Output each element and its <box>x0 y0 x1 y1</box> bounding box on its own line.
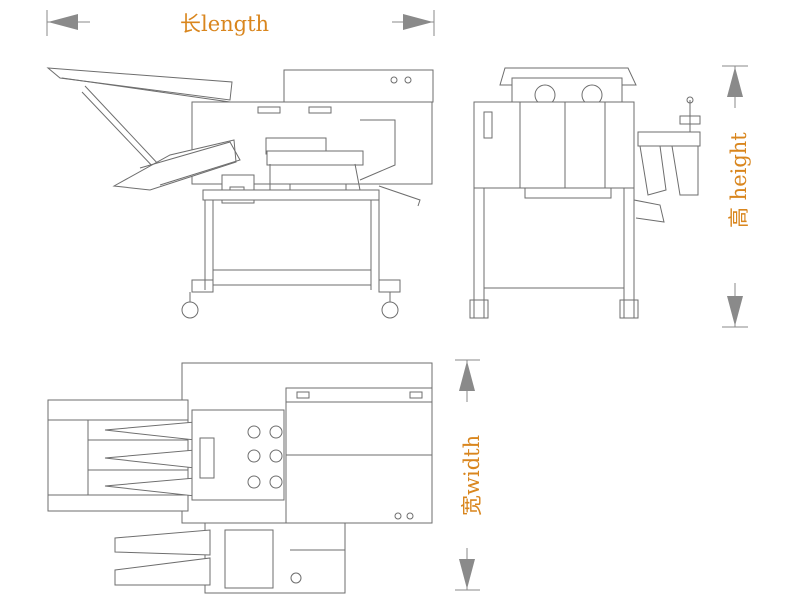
length-label: 长length <box>180 12 270 36</box>
caster-wheel-icon <box>381 301 399 319</box>
width-dimension-arrow <box>455 359 480 591</box>
front-view <box>469 67 701 319</box>
length-dimension-arrow <box>46 10 435 36</box>
height-dimension-arrow <box>722 65 748 328</box>
side-view <box>46 67 434 319</box>
caster-wheel-icon <box>181 301 199 319</box>
height-label: 高 height <box>727 132 751 228</box>
width-label: 宽width <box>460 434 484 516</box>
top-view <box>47 362 433 594</box>
